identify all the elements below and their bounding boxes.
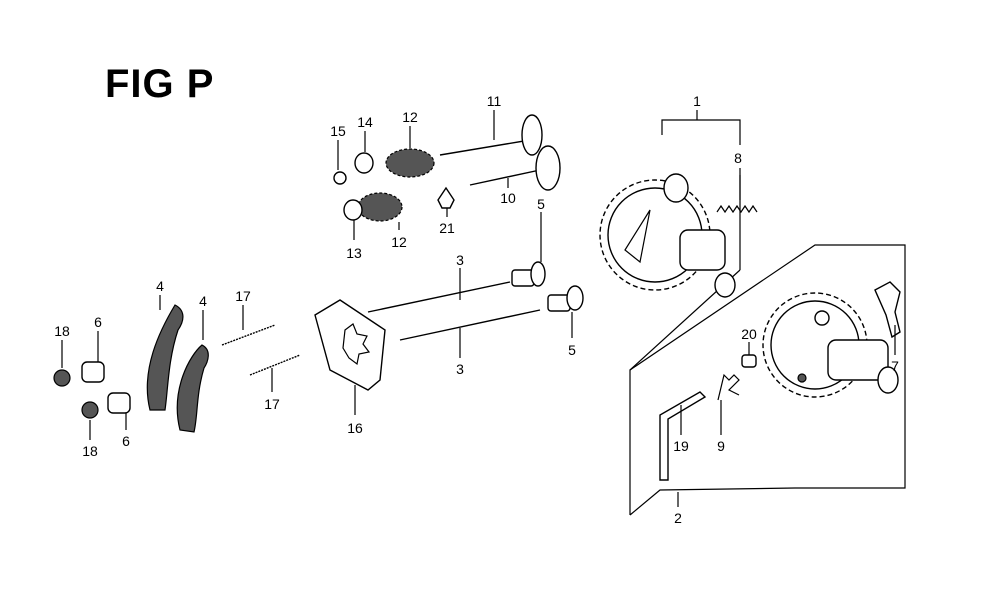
valve-10 <box>469 145 561 191</box>
callout-20: 20 <box>741 326 757 342</box>
callout-4a: 4 <box>156 278 164 294</box>
callout-1: 1 <box>693 93 701 109</box>
callout-12a: 12 <box>402 109 418 125</box>
callout-13: 13 <box>346 245 362 261</box>
rocker-arm-4a <box>146 304 184 411</box>
cap-15 <box>333 171 347 185</box>
callout-5a: 5 <box>537 196 545 212</box>
push-rod-3b <box>399 309 541 341</box>
callout-18b: 18 <box>82 443 98 459</box>
callout-3a: 3 <box>456 252 464 268</box>
valve-spring-12a <box>385 148 435 178</box>
lever-7 <box>874 281 901 339</box>
callout-2: 2 <box>674 510 682 526</box>
stud-17a <box>221 324 276 346</box>
pivot-6a <box>81 361 105 383</box>
stud-17b <box>249 354 301 376</box>
rocker-arm-4b <box>176 344 209 433</box>
callout-18a: 18 <box>54 323 70 339</box>
callout-6a: 6 <box>94 314 102 330</box>
callout-15: 15 <box>330 123 346 139</box>
valve-11 <box>439 114 543 156</box>
camshaft-gear-1 <box>599 173 736 298</box>
callout-17a: 17 <box>235 288 251 304</box>
valve-spring-12b <box>357 192 403 222</box>
push-rod-3a <box>367 281 511 313</box>
spring-9 <box>717 373 740 401</box>
pin-20 <box>741 354 757 368</box>
callout-11: 11 <box>487 93 502 109</box>
spring-8 <box>716 204 758 214</box>
nut-18b <box>81 401 99 419</box>
callout-16: 16 <box>347 420 363 436</box>
callout-5b: 5 <box>568 342 576 358</box>
seal-21 <box>437 186 455 209</box>
callout-4b: 4 <box>199 293 207 309</box>
callout-19: 19 <box>673 438 689 454</box>
nut-18a <box>53 369 71 387</box>
callout-12b: 12 <box>391 234 407 250</box>
callout-14: 14 <box>357 114 373 130</box>
tappet-5a <box>511 261 546 287</box>
callout-9: 9 <box>717 438 725 454</box>
key-19 <box>659 391 707 481</box>
assembly-2-outline <box>629 244 906 516</box>
tappet-5b <box>547 285 584 312</box>
guide-plate-16 <box>314 299 386 391</box>
camshaft-gear-2 <box>762 292 899 398</box>
callout-10: 10 <box>500 190 516 206</box>
retainer-14 <box>354 152 374 174</box>
callout-17b: 17 <box>264 396 280 412</box>
figure-title: FIG P <box>105 62 215 106</box>
callout-7: 7 <box>891 358 899 374</box>
callout-8: 8 <box>734 150 742 166</box>
retainer-13 <box>343 199 363 221</box>
callout-21: 21 <box>439 220 455 236</box>
callout-6b: 6 <box>122 433 130 449</box>
pivot-6b <box>107 392 131 414</box>
callout-3b: 3 <box>456 361 464 377</box>
